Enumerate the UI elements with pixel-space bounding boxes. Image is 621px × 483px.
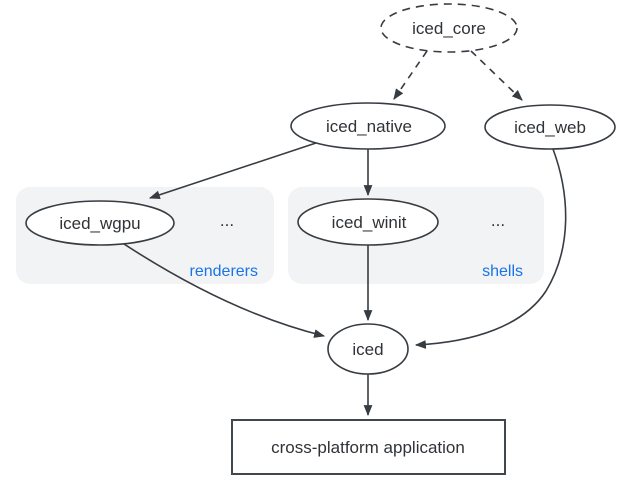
node-iced-core: iced_core: [380, 3, 518, 53]
renderers-ellipsis: ...: [220, 211, 234, 230]
shells-ellipsis: ...: [491, 211, 505, 230]
node-iced-core-shape: [380, 3, 518, 53]
node-iced-label: iced: [352, 340, 383, 359]
node-iced-shape: [327, 323, 409, 375]
node-iced-native: iced_native: [290, 102, 446, 150]
node-iced-web: iced_web: [484, 104, 616, 150]
cross-platform-application-label: cross-platform application: [271, 438, 465, 457]
node-iced: iced: [327, 323, 409, 375]
node-iced-winit-shape: [297, 198, 439, 246]
edge-core-to-web: [470, 50, 523, 101]
edge-web-to-iced: [414, 148, 567, 349]
edge-wgpu-to-iced: [123, 243, 326, 338]
node-iced-winit: iced_winit: [297, 198, 439, 246]
node-iced-core-label: iced_core: [412, 19, 486, 38]
cross-platform-application-shape: [231, 419, 506, 475]
node-iced-wgpu: iced_wgpu: [25, 200, 175, 246]
node-iced-native-shape: [290, 102, 446, 150]
renderers-group-label: renderers: [190, 263, 258, 280]
node-iced-web-label: iced_web: [514, 118, 586, 137]
node-iced-winit-label: iced_winit: [332, 213, 407, 232]
edge-core-to-native: [393, 50, 428, 100]
node-iced-wgpu-label: iced_wgpu: [59, 214, 140, 233]
cross-platform-application-box: cross-platform application: [231, 419, 506, 475]
node-iced-web-shape: [484, 104, 616, 150]
node-iced-native-label: iced_native: [326, 117, 412, 136]
edge-native-to-wgpu: [148, 142, 317, 200]
node-iced-wgpu-shape: [25, 200, 175, 246]
shells-group-label: shells: [482, 263, 523, 280]
